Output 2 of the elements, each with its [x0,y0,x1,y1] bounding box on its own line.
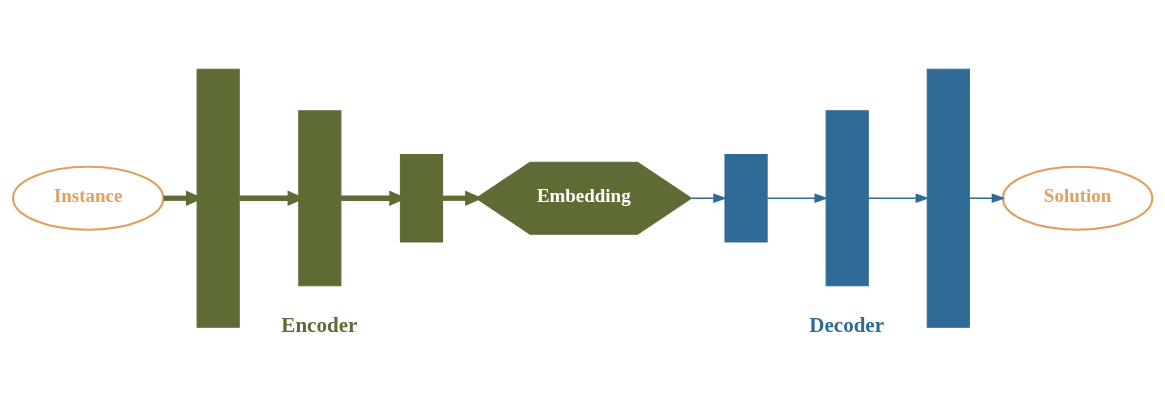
label: Decoder [809,313,885,338]
label: Encoder [281,313,358,338]
